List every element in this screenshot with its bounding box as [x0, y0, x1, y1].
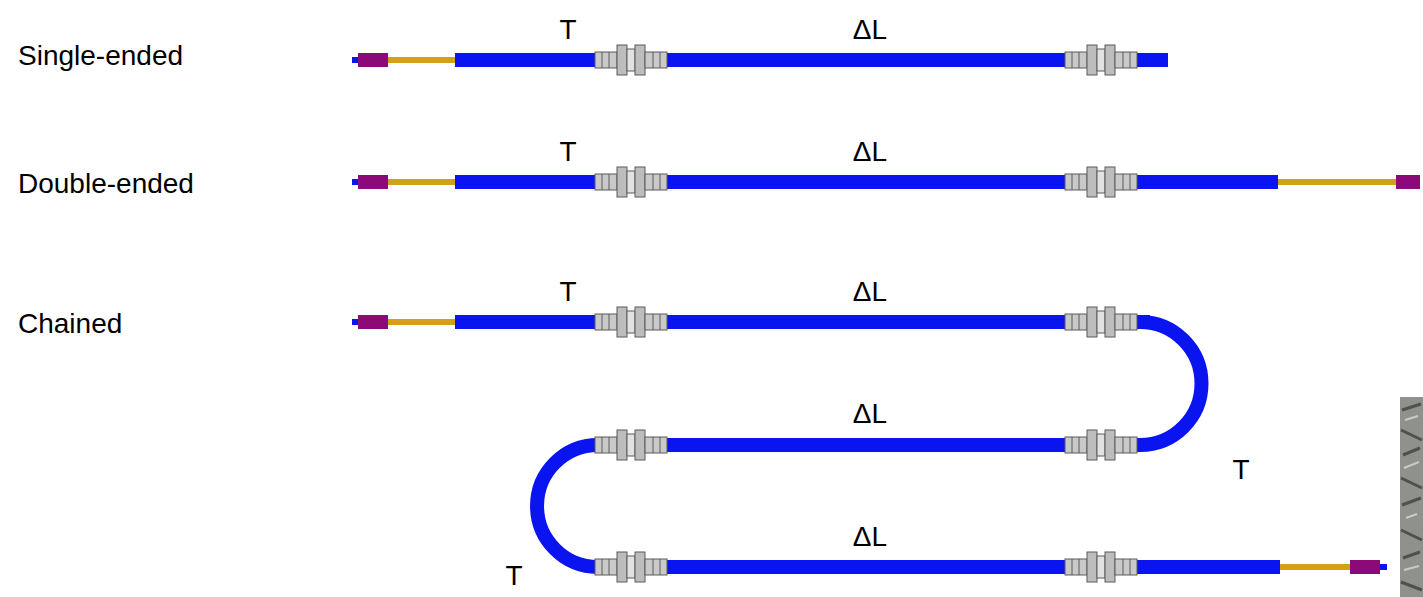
fiber-connector [595, 552, 667, 582]
bare-fiber [1278, 179, 1396, 185]
fiber-connector [1065, 167, 1137, 197]
length-mark: ΔL [853, 277, 887, 306]
length-mark: ΔL [853, 15, 887, 44]
length-mark: ΔL [853, 137, 887, 166]
bare-fiber [388, 319, 456, 325]
fiber-plug [358, 315, 388, 329]
fiber-plug [1350, 560, 1380, 574]
photo-texture [1404, 416, 1419, 570]
temperature-mark: T [559, 137, 576, 166]
fiber-cable [595, 438, 1140, 452]
bare-fiber [388, 57, 456, 63]
fiber-cable [595, 560, 1280, 574]
fiber-connector [595, 307, 667, 337]
temperature-mark: T [505, 561, 522, 590]
fiber-cable [455, 53, 1168, 67]
photo-fragment [1400, 397, 1423, 597]
fiber-tip [1380, 564, 1387, 570]
fiber-connector [1065, 307, 1137, 337]
fiber-connector [595, 430, 667, 460]
photo-texture [1401, 404, 1422, 590]
length-mark: ΔL [853, 399, 887, 428]
fiber-plug [1396, 175, 1420, 189]
row-title: Chained [18, 309, 122, 338]
fiber-bend [1130, 322, 1202, 445]
temperature-mark: T [559, 15, 576, 44]
length-mark: ΔL [853, 522, 887, 551]
photo-ground [1400, 397, 1423, 597]
fiber-connector [595, 45, 667, 75]
fiber-connector [1065, 552, 1137, 582]
fiber-plug [358, 175, 388, 189]
temperature-mark: T [1232, 455, 1249, 484]
fiber-connector [595, 167, 667, 197]
fiber-cable [455, 315, 1150, 329]
fiber-bend [537, 445, 605, 567]
temperature-mark: T [559, 277, 576, 306]
fiber-cable [455, 175, 1278, 189]
bare-fiber [388, 179, 456, 185]
row-title: Single-ended [18, 41, 183, 70]
row-title: Double-ended [18, 169, 194, 198]
fiber-plug [358, 53, 388, 67]
fiber-connector [1065, 45, 1137, 75]
bare-fiber [1280, 564, 1350, 570]
fiber-connector [1065, 430, 1137, 460]
